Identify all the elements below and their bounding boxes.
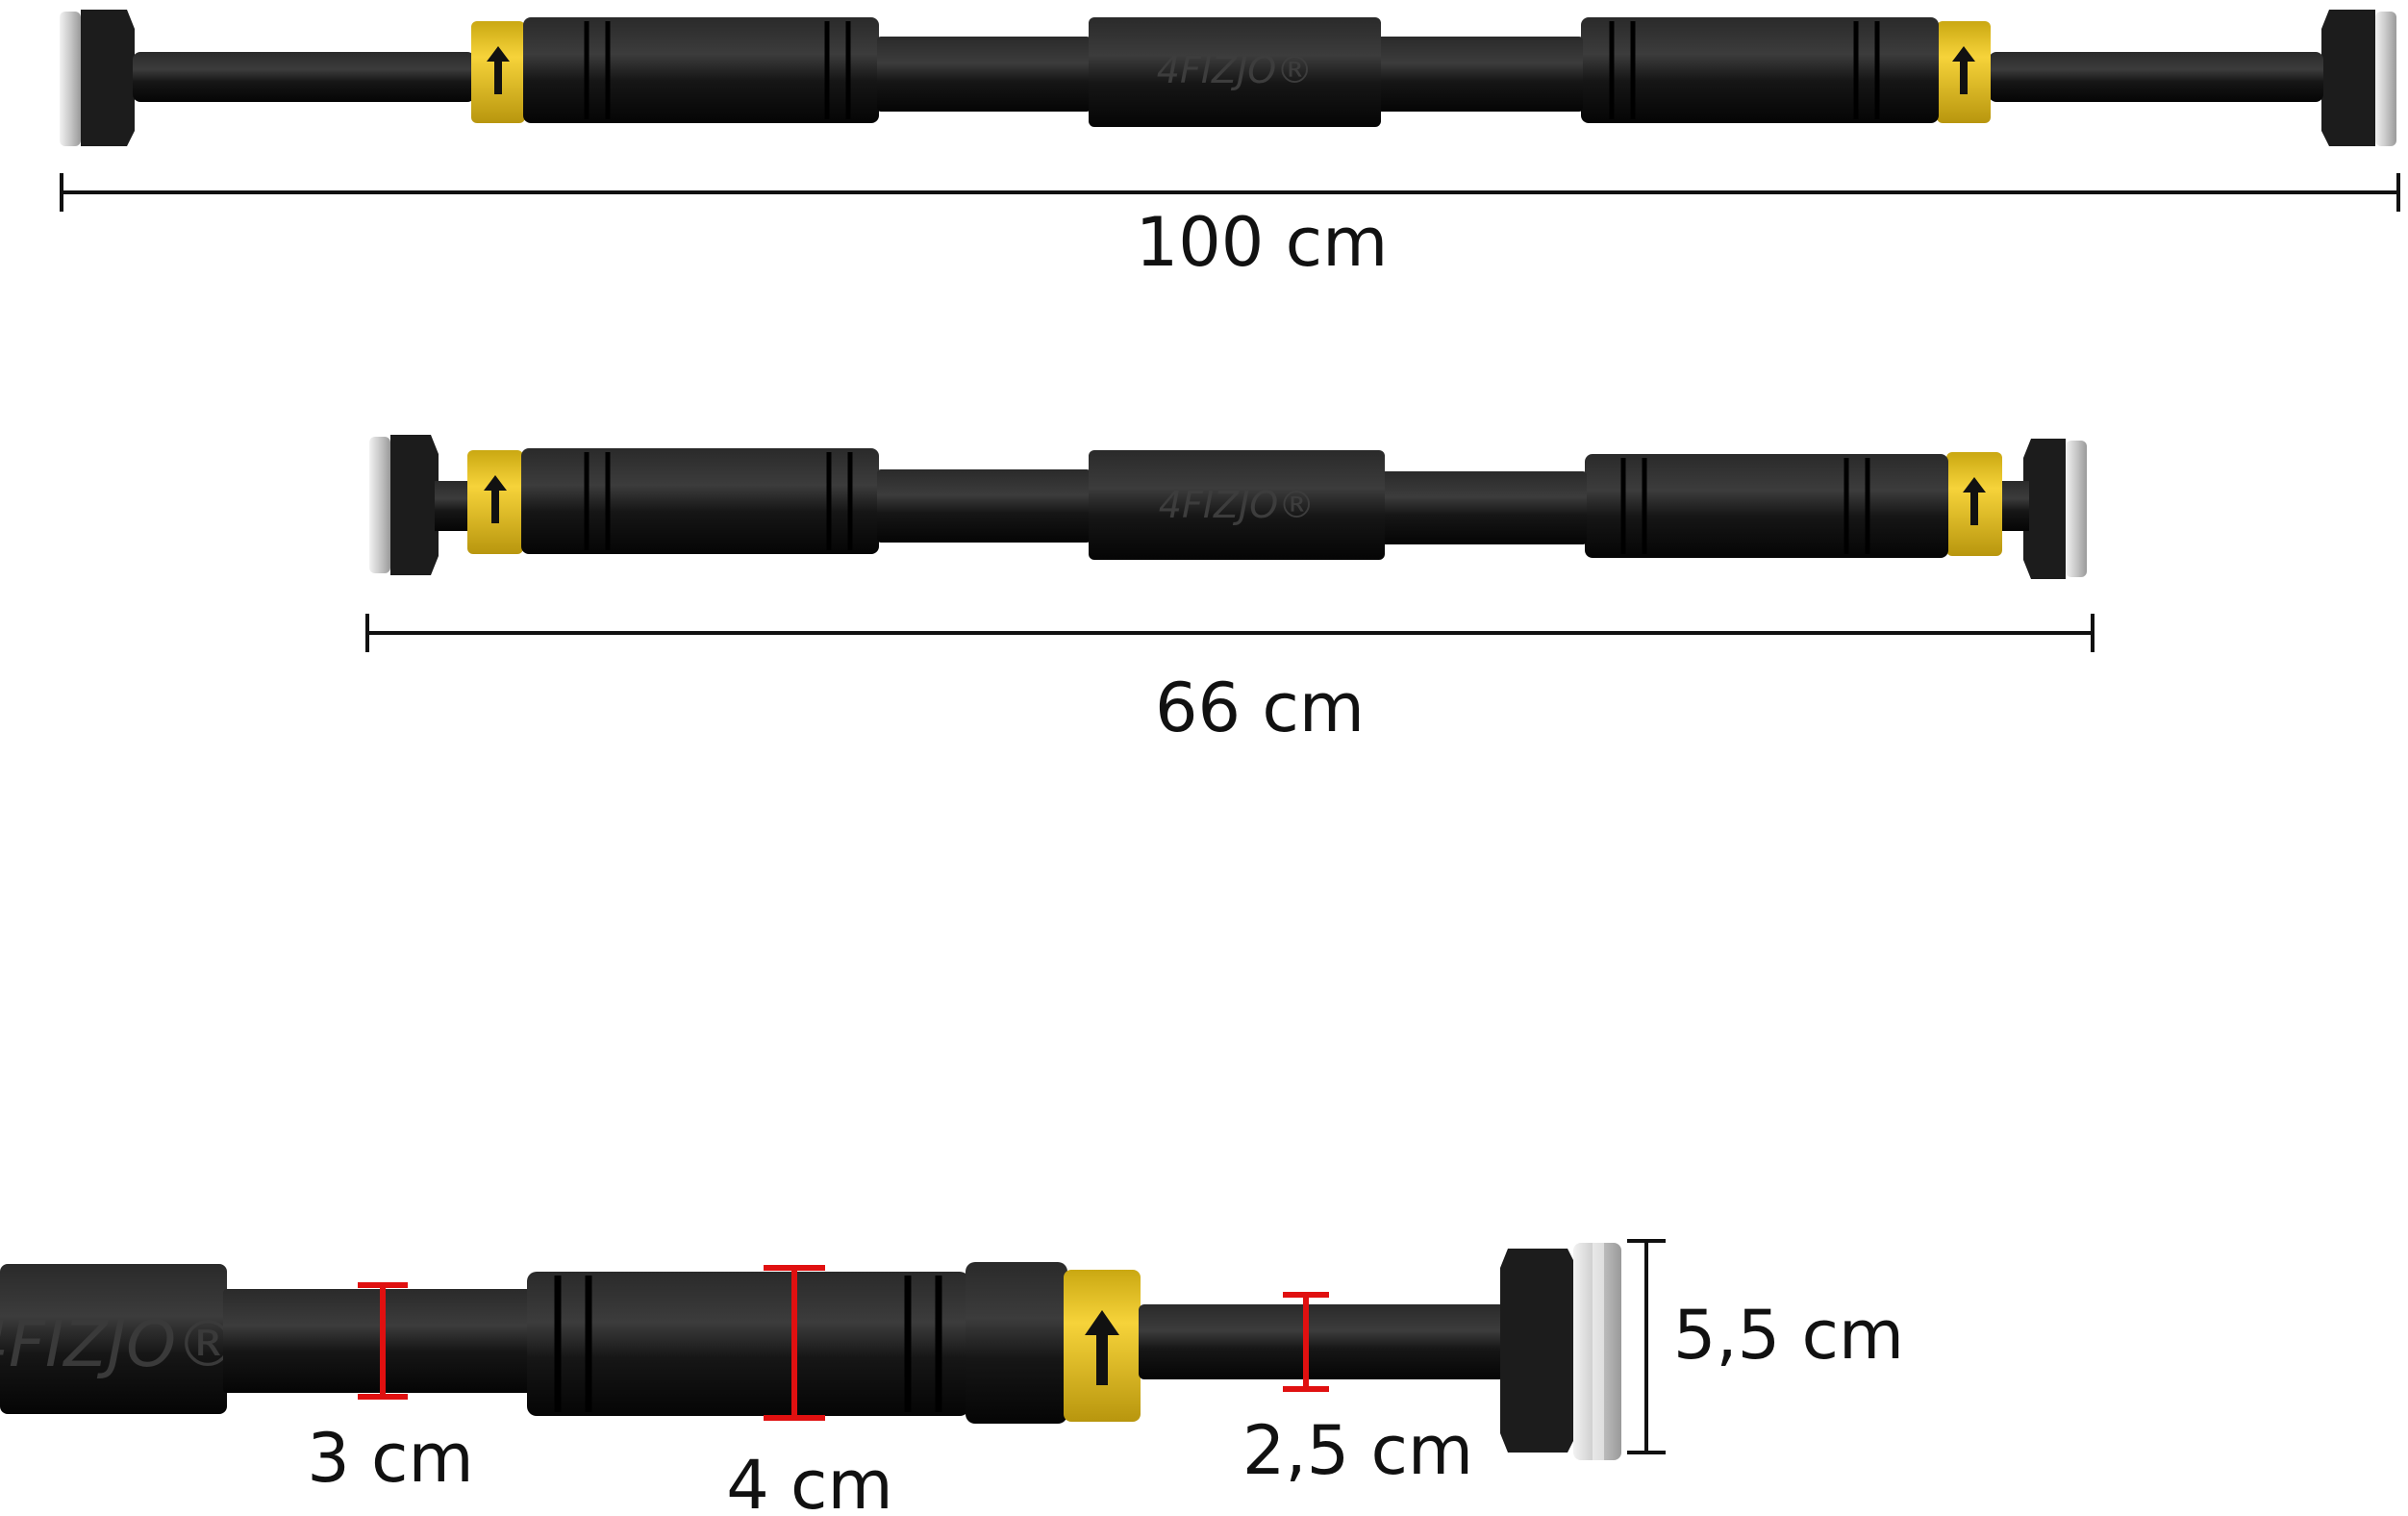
brand-logo: 4FIZJO® — [1159, 484, 1315, 526]
end-cap-right — [2321, 10, 2396, 146]
detail-markers — [358, 1265, 1329, 1421]
center-sleeve — [1089, 17, 1381, 127]
end-cap — [1500, 1243, 1621, 1460]
end-cap-left — [60, 10, 135, 146]
pull-up-bar-extended: 4FIZJO® — [60, 10, 2396, 146]
end-rod-label: 2,5 cm — [1242, 1411, 1473, 1490]
end-rod-marker — [1283, 1292, 1329, 1392]
end-cap-right — [2023, 439, 2087, 579]
dimension-extended: 100 cm — [60, 173, 2400, 282]
pull-up-bar-detail: 4FIZJO® — [0, 1243, 1621, 1460]
yellow-band-right — [1937, 21, 1991, 123]
brand-logo: 4FIZJO® — [0, 1307, 239, 1381]
yellow-band — [1064, 1270, 1141, 1422]
yellow-band-left — [467, 450, 523, 554]
retracted-length-label: 66 cm — [1155, 669, 1365, 747]
pull-up-bar-retracted: 4FIZJO® — [369, 435, 2087, 579]
center-sleeve — [1089, 450, 1385, 560]
grip-tube-label: 3 cm — [307, 1419, 473, 1498]
end-cap-height-label: 5,5 cm — [1673, 1296, 1904, 1375]
dimension-retracted: 66 cm — [365, 614, 2094, 747]
yellow-band-right — [1946, 452, 2002, 556]
brand-logo: 4FIZJO® — [1157, 49, 1313, 91]
yellow-band-left — [471, 21, 525, 123]
middle-section-marker — [764, 1265, 825, 1421]
grip-tube-marker — [358, 1282, 408, 1400]
middle-section-label: 4 cm — [726, 1446, 892, 1516]
extended-length-label: 100 cm — [1136, 203, 1389, 282]
end-cap-height-marker — [1627, 1239, 1666, 1454]
end-cap-left — [369, 435, 439, 575]
